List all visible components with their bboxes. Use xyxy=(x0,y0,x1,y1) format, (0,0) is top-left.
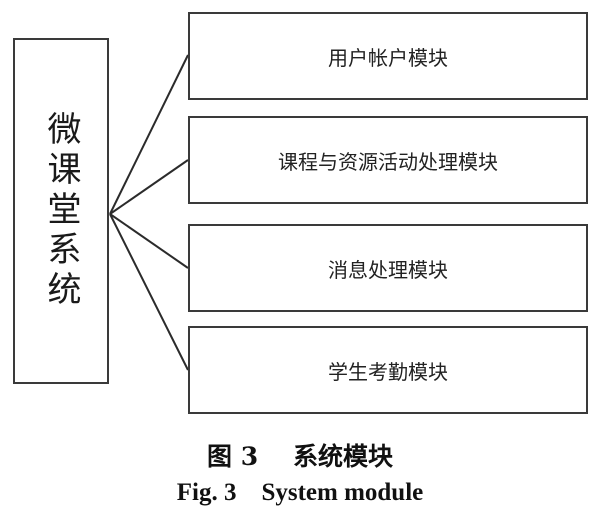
module-label-user-account: 用户帐户模块 xyxy=(328,45,448,70)
connector-line-attendance xyxy=(109,213,189,371)
module-box-course-resource: 课程与资源活动处理模块 xyxy=(188,116,588,204)
connector-line-course-resource xyxy=(109,159,189,215)
module-box-user-account: 用户帐户模块 xyxy=(188,12,588,100)
connector-line-user-account xyxy=(109,54,189,215)
root-system-box: 微课堂系统 xyxy=(13,38,109,384)
module-label-message: 消息处理模块 xyxy=(328,257,448,282)
module-label-course-resource: 课程与资源活动处理模块 xyxy=(278,149,498,174)
figure-caption-chinese: 图 3 系统模块 xyxy=(207,442,393,471)
module-box-attendance: 学生考勤模块 xyxy=(188,326,588,414)
figure-caption-english: Fig. 3 System module xyxy=(176,479,424,506)
root-system-label: 微课堂系统 xyxy=(41,111,81,311)
module-label-attendance: 学生考勤模块 xyxy=(328,359,448,384)
connector-line-message xyxy=(109,213,189,269)
module-box-message: 消息处理模块 xyxy=(188,224,588,312)
